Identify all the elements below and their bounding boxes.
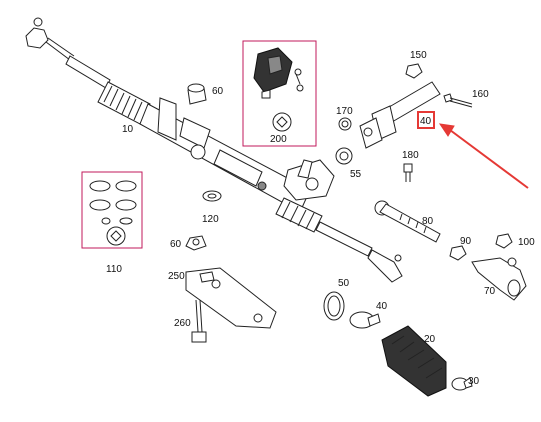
- highlight-arrow: [417, 111, 529, 189]
- callout-20: 20: [424, 334, 436, 345]
- callout-170: 170: [336, 106, 353, 117]
- callout-40-highlighted: 40: [420, 116, 432, 127]
- callout-260: 260: [174, 318, 191, 329]
- intermediate-shaft: [359, 81, 441, 149]
- right-boot-on-rack: [275, 197, 323, 233]
- callout-200: 200: [270, 134, 287, 145]
- kit-box-200: [242, 40, 317, 147]
- callout-50: 50: [338, 278, 350, 289]
- seal-55: [335, 147, 353, 165]
- callout-120: 120: [202, 214, 219, 225]
- inner-tie-rod-80: [374, 200, 441, 243]
- callout-30: 30: [468, 376, 480, 387]
- clamp-30: [451, 377, 473, 391]
- bolt-160: [443, 93, 473, 108]
- callout-160: 160: [472, 89, 489, 100]
- washer-120: [202, 190, 222, 202]
- callout-180: 180: [402, 150, 419, 161]
- callout-100: 100: [518, 237, 535, 248]
- nut-60: [185, 235, 207, 251]
- callout-labels: 10 60 200 170 150 160 40 180 55 120 60 1…: [106, 50, 535, 387]
- callout-40: 40: [376, 301, 388, 312]
- clamp-40-lower: [349, 311, 381, 329]
- nut-150: [405, 63, 423, 79]
- washer-170: [338, 117, 352, 131]
- bolt-260: [191, 299, 207, 343]
- callout-150: 150: [410, 50, 427, 61]
- callout-60b: 60: [170, 239, 182, 250]
- bolt-180: [403, 163, 413, 182]
- callout-110: 110: [106, 264, 122, 275]
- clamp-ring-50: [323, 291, 345, 321]
- steering-boot-20: [381, 325, 447, 397]
- nut-90: [449, 245, 467, 261]
- callout-70: 70: [484, 286, 496, 297]
- callout-250: 250: [168, 271, 185, 282]
- callout-60a: 60: [212, 86, 224, 97]
- nut-100: [495, 233, 513, 249]
- steering-rack-housing: [25, 17, 403, 283]
- bracket-250: [185, 267, 277, 329]
- callout-80: 80: [422, 216, 434, 227]
- kit-box-110: [81, 171, 143, 249]
- mount-bushing-60: [187, 83, 207, 105]
- tie-rod-end-70: [471, 257, 527, 301]
- callout-90: 90: [460, 236, 472, 247]
- callout-55: 55: [350, 169, 362, 180]
- callout-10: 10: [122, 124, 134, 135]
